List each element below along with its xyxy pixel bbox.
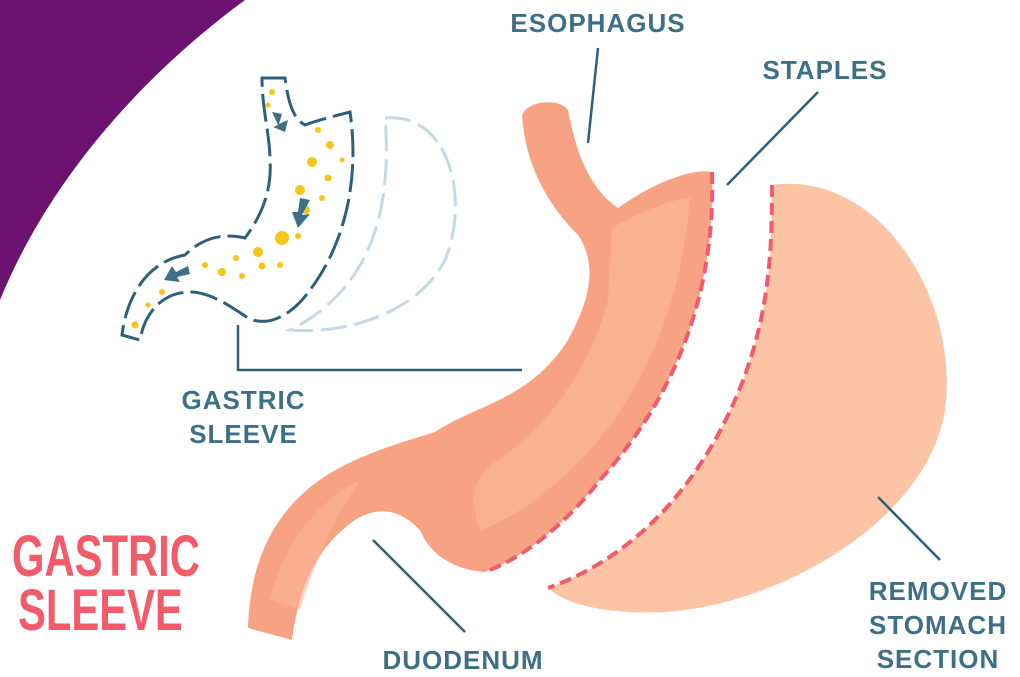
diagram-title: GASTRIC SLEEVE: [12, 528, 272, 638]
leader-esophagus: [588, 48, 598, 143]
label-removed-line1: REMOVED: [858, 574, 1018, 608]
label-removed-line2: STOMACH: [858, 608, 1018, 642]
label-removed-stomach-section: REMOVED STOMACH SECTION: [858, 574, 1018, 676]
label-esophagus: ESOPHAGUS: [503, 6, 693, 40]
inset-sleeve-outline: [122, 78, 353, 340]
label-duodenum: DUODENUM: [368, 643, 558, 677]
label-gastric-sleeve-line1: GASTRIC: [176, 383, 311, 417]
leader-removed-section: [878, 497, 940, 560]
label-staples: STAPLES: [760, 53, 890, 87]
label-gastric-sleeve: GASTRIC SLEEVE: [176, 383, 311, 451]
label-gastric-sleeve-line2: SLEEVE: [176, 417, 311, 451]
inset-sleeve-illustration: [122, 78, 455, 340]
label-removed-line3: SECTION: [858, 642, 1018, 676]
title-line2: SLEEVE: [18, 582, 183, 640]
leader-staples: [727, 92, 818, 185]
leader-gastric-sleeve: [238, 325, 522, 370]
